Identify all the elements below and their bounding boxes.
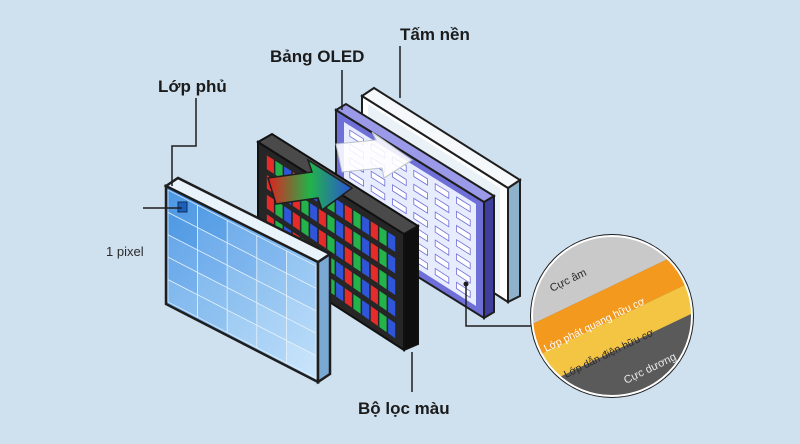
color-subpixel — [266, 194, 274, 214]
oled-cell — [434, 267, 450, 285]
label-substrate: Tấm nền — [400, 25, 470, 44]
color-subpixel — [336, 220, 344, 240]
oled-cell — [434, 239, 450, 256]
color-subpixel — [301, 197, 309, 217]
color-subpixel — [353, 231, 361, 251]
color-subpixel — [379, 226, 387, 247]
color-subpixel — [344, 288, 352, 308]
oled-cell — [456, 267, 471, 284]
color-subpixel — [318, 229, 326, 249]
color-subpixel — [379, 312, 387, 333]
label-color-filter: Bộ lọc màu — [358, 399, 450, 418]
color-subpixel — [353, 273, 361, 293]
rgb-arrow-icon — [267, 158, 354, 212]
color-subpixel — [388, 232, 396, 252]
color-subpixel — [370, 284, 378, 305]
color-subpixel — [327, 234, 335, 255]
oled-cell — [456, 253, 471, 270]
color-subpixel — [388, 318, 396, 339]
color-subpixel — [370, 263, 378, 284]
color-subpixel — [275, 200, 283, 219]
oled-cell — [413, 197, 428, 214]
oled-cell — [370, 170, 386, 187]
oled-cell — [434, 182, 450, 200]
color-subpixel — [370, 306, 378, 326]
color-subpixel — [353, 210, 361, 230]
color-subpixel — [275, 160, 283, 180]
color-subpixel — [336, 199, 344, 219]
cover-layer — [163, 176, 333, 385]
color-subpixel — [336, 240, 344, 260]
oled-cell — [456, 224, 471, 242]
color-subpixel — [292, 211, 300, 231]
color-subpixel — [388, 253, 396, 274]
color-subpixel — [353, 294, 361, 314]
label-cover: Lớp phủ — [158, 77, 227, 96]
oled-cell — [456, 210, 471, 227]
color-subpixel — [362, 300, 370, 320]
oled-cell — [413, 169, 428, 186]
color-subpixel — [370, 221, 378, 241]
oled-cell — [413, 183, 428, 200]
color-subpixel — [318, 208, 326, 228]
oled-cell — [456, 238, 471, 256]
oled-cell — [434, 211, 450, 228]
layer-stack-zoom: Cực âm Lớp phát quang hữu cơ Lớp dẫn điệ… — [530, 234, 694, 398]
color-subpixel — [344, 204, 352, 224]
color-subpixel — [344, 225, 352, 245]
color-subpixel — [336, 282, 344, 302]
oled-cell — [370, 184, 386, 201]
single-pixel-square — [177, 201, 188, 213]
color-subpixel — [362, 236, 370, 257]
color-subpixel — [362, 279, 370, 299]
white-arrow-icon — [335, 131, 413, 179]
color-subpixel — [379, 290, 387, 311]
oled-cell — [434, 197, 450, 214]
oled-cell — [392, 197, 407, 215]
color-subpixel — [388, 296, 396, 317]
color-subpixel — [301, 217, 309, 237]
color-subpixel — [310, 223, 318, 243]
color-subpixel — [379, 269, 387, 290]
color-subpixel — [266, 155, 274, 174]
oled-cell — [392, 184, 407, 201]
oled-cell-dot — [463, 281, 469, 287]
color-subpixel — [327, 214, 335, 234]
color-subpixel — [344, 246, 352, 266]
cover-pixel — [286, 339, 317, 379]
color-subpixel — [370, 242, 378, 262]
color-subpixel — [336, 261, 344, 281]
color-subpixel — [388, 275, 396, 295]
color-subpixel — [362, 257, 370, 278]
leader-lines — [143, 46, 538, 392]
oled-cell — [413, 211, 428, 229]
label-oled-panel: Bảng OLED — [270, 47, 364, 66]
label-one-pixel: 1 pixel — [106, 244, 144, 259]
oled-cell — [349, 170, 364, 187]
color-subpixel — [379, 248, 387, 268]
color-subpixel — [362, 215, 370, 236]
color-subpixel — [284, 206, 292, 225]
color-subpixel — [310, 203, 318, 222]
oled-cell — [456, 196, 471, 213]
oled-cell — [392, 170, 407, 187]
oled-cell — [434, 253, 450, 271]
color-subpixel — [344, 267, 352, 287]
oled-cell — [434, 225, 450, 242]
color-subpixel — [353, 252, 361, 272]
